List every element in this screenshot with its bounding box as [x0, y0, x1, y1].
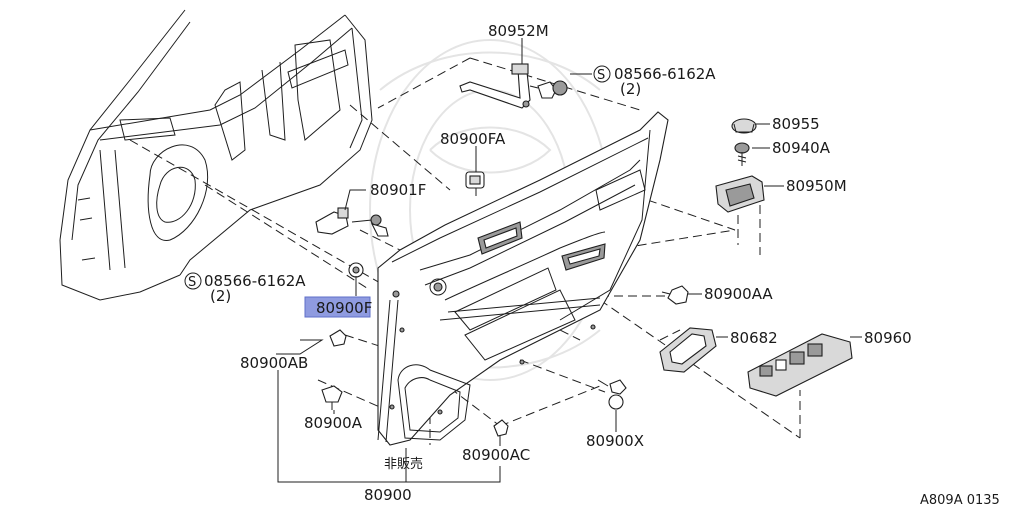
- label-80682: 80682: [730, 329, 778, 347]
- label-80952M: 80952M: [488, 22, 549, 40]
- label-80900A: 80900A: [304, 414, 363, 432]
- clip-80900AA: [661, 285, 689, 305]
- clip-80900AC: [493, 419, 509, 437]
- label-80900AC: 80900AC: [462, 446, 530, 464]
- door-trim-panel: [377, 111, 669, 446]
- label-not-for-sale: 非販売: [384, 456, 423, 472]
- clip-80900AB: [329, 329, 347, 347]
- screw-symbol-top: [593, 65, 611, 83]
- label-80900: 80900: [364, 486, 412, 504]
- label-80940A: 80940A: [772, 139, 831, 157]
- screw-top-08566: [529, 80, 568, 99]
- label-08566-top: 08566-6162A: [614, 65, 716, 83]
- screw-symbol-left: [184, 272, 202, 290]
- label-08566-left: 08566-6162A: [204, 272, 306, 290]
- screw-left-08566: [348, 262, 364, 278]
- label-80955: 80955: [772, 115, 820, 133]
- figure-code: A809A 0135: [920, 493, 1000, 508]
- escutcheon-80682: [659, 327, 717, 373]
- power-window-switch-80960: [747, 333, 853, 397]
- door-shell-outline: [59, 9, 373, 301]
- label-80900F: 80900F: [316, 299, 372, 317]
- highlight-80900F: [304, 296, 371, 318]
- label-80900AA: 80900AA: [704, 285, 773, 303]
- label-80960: 80960: [864, 329, 912, 347]
- bracket-80901F: [315, 207, 389, 237]
- svg-text:S: S: [188, 275, 196, 290]
- pocket-80950M: [715, 175, 765, 213]
- label-80900AB: 80900AB: [240, 354, 308, 372]
- label-80900X: 80900X: [586, 432, 644, 450]
- screw-80940A: [734, 142, 750, 166]
- callout-labels: 80952M S 08566-6162A (2) 80900FA 80955 8…: [184, 22, 1000, 508]
- label-80950M: 80950M: [786, 177, 847, 195]
- bracket-80952M: [459, 63, 531, 109]
- label-08566-top-qty: (2): [620, 80, 641, 98]
- svg-text:S: S: [597, 68, 605, 83]
- label-80900FA: 80900FA: [440, 130, 506, 148]
- callout-lines: [276, 38, 862, 483]
- label-80901F: 80901F: [370, 181, 426, 199]
- label-08566-left-qty: (2): [210, 287, 231, 305]
- clip-80900A: [321, 385, 343, 410]
- cap-80955: [731, 118, 757, 134]
- clip-80900X: [597, 379, 627, 410]
- clip-80900FA: [465, 171, 485, 196]
